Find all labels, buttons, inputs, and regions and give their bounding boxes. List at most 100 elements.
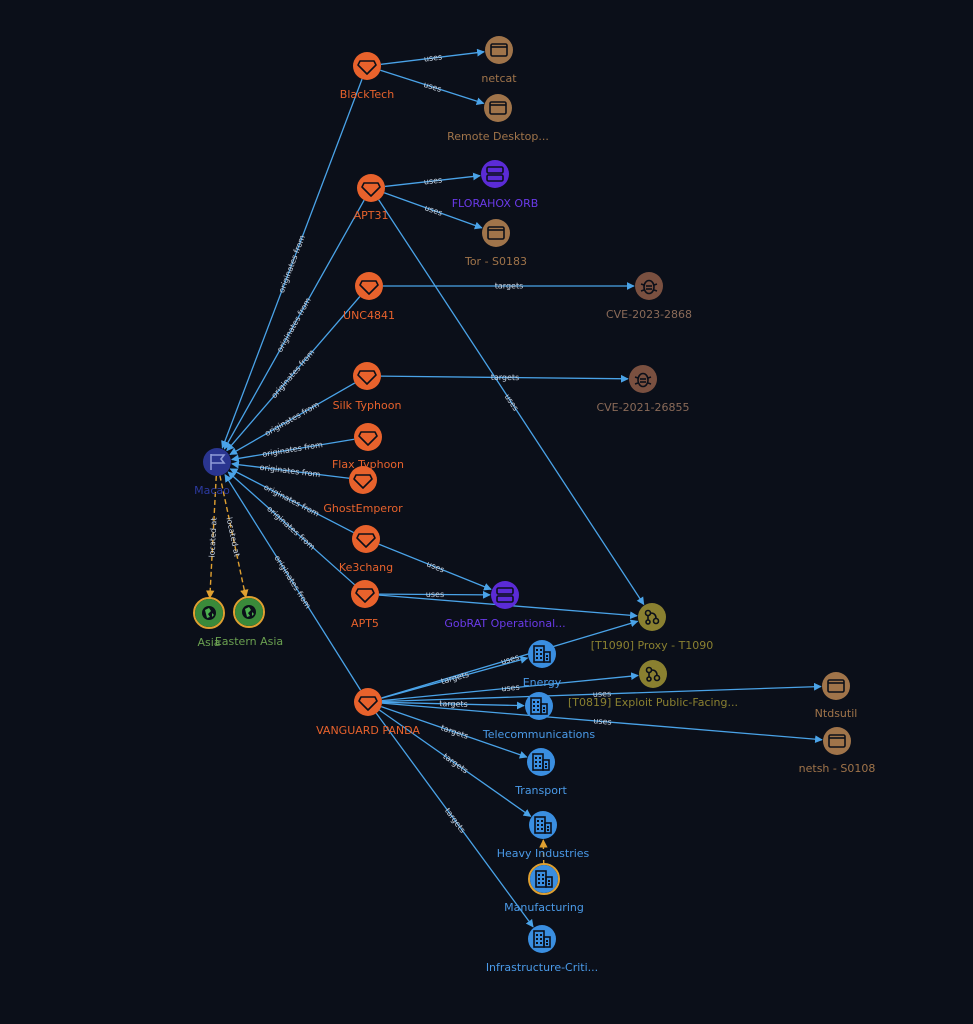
node-label: FLORAHOX ORB (452, 197, 539, 210)
edge-macao-to-eastern-asia[interactable] (219, 475, 249, 599)
node-circle[interactable] (482, 219, 510, 247)
node-ntdsutil[interactable]: Ntdsutil (815, 672, 858, 720)
edge-flax-typhoon-to-macao[interactable] (231, 438, 355, 463)
node-label: Manufacturing (504, 901, 584, 914)
node-telecom[interactable]: Telecommunications (482, 692, 596, 741)
node-vanguard-panda[interactable]: VANGUARD PANDA (316, 688, 420, 737)
node-ghostemperor[interactable]: GhostEmperor (323, 466, 403, 515)
node-transport[interactable]: Transport (514, 748, 567, 797)
node-circle[interactable] (203, 448, 231, 476)
node-manufacturing[interactable]: Manufacturing (504, 863, 584, 914)
node-energy[interactable]: Energy (523, 640, 562, 689)
edge-apt31-to-macao[interactable] (223, 199, 365, 450)
node-ke3chang[interactable]: Ke3chang (339, 525, 393, 574)
edge-ke3chang-to-macao[interactable] (229, 468, 354, 534)
edge-blacktech-to-netcat[interactable] (380, 48, 485, 65)
edge-apt31-to-tor[interactable] (383, 192, 483, 230)
edge-macao-to-asia[interactable] (205, 475, 217, 599)
node-circle[interactable] (354, 688, 382, 716)
node-circle[interactable] (481, 160, 509, 188)
node-silk-typhoon[interactable]: Silk Typhoon (333, 362, 402, 412)
edge-apt5-to-macao[interactable] (227, 471, 355, 586)
diamond-icon (356, 533, 376, 548)
node-apt31[interactable]: APT31 (354, 174, 389, 222)
edge-vanguard-panda-to-energy[interactable] (381, 656, 529, 699)
node-circle[interactable] (355, 272, 383, 300)
node-netsh[interactable]: netsh - S0108 (799, 727, 876, 775)
node-circle[interactable] (822, 672, 850, 700)
node-eastern-asia[interactable]: Eastern Asia (215, 596, 283, 648)
diamond-icon (357, 370, 377, 385)
node-apt5[interactable]: APT5 (351, 580, 379, 630)
node-label: VANGUARD PANDA (316, 724, 420, 737)
node-circle[interactable] (354, 423, 382, 451)
edge-silk-typhoon-to-macao[interactable] (229, 382, 356, 456)
node-macao[interactable]: Macao (194, 448, 231, 497)
edge-unc4841-to-macao[interactable] (226, 296, 361, 452)
diamond-icon (353, 474, 373, 489)
node-circle[interactable] (485, 36, 513, 64)
edge-blacktech-to-remote-desktop[interactable] (380, 69, 485, 105)
edge-vanguard-panda-to-telecom[interactable] (381, 701, 525, 710)
node-circle[interactable] (491, 581, 519, 609)
edge-blacktech-to-macao[interactable] (221, 78, 363, 449)
edge-label: uses (423, 203, 443, 218)
edge-vanguard-panda-to-ntdsutil[interactable] (381, 682, 822, 703)
edge-ghostemperor-to-macao[interactable] (231, 460, 350, 479)
window-icon (490, 43, 508, 57)
edge-apt5-to-gobrat[interactable] (378, 590, 491, 599)
node-remote-desktop[interactable]: Remote Desktop... (447, 94, 549, 143)
node-circle[interactable] (823, 727, 851, 755)
node-circle[interactable] (351, 580, 379, 608)
edge-vanguard-panda-to-infra-crit[interactable] (375, 712, 534, 928)
node-circle[interactable] (638, 603, 666, 631)
node-cve-2023-2868[interactable]: CVE-2023-2868 (606, 272, 692, 321)
building-icon (535, 870, 553, 888)
node-asia[interactable]: Asia (193, 597, 225, 649)
edge-silk-typhoon-to-cve-2021-26855[interactable] (380, 374, 629, 383)
edge-ke3chang-to-gobrat[interactable] (378, 543, 492, 591)
node-cve-2021-26855[interactable]: CVE-2021-26855 (596, 365, 690, 414)
node-blacktech[interactable]: BlackTech (340, 52, 394, 101)
node-proxy[interactable]: [T1090] Proxy - T1090 (591, 603, 714, 652)
node-heavy[interactable]: Heavy Industries (497, 811, 590, 860)
edge-label: uses (425, 559, 445, 574)
edge-vanguard-panda-to-heavy[interactable] (379, 709, 532, 817)
node-unc4841[interactable]: UNC4841 (343, 272, 395, 322)
edge-label: originates from (259, 463, 321, 479)
node-exploit[interactable]: [T0819] Exploit Public-Facing... (568, 660, 738, 709)
server-icon (496, 587, 514, 603)
edge-label: uses (426, 590, 444, 599)
building-icon (530, 697, 548, 715)
edges-layer (205, 48, 823, 928)
node-circle[interactable] (639, 660, 667, 688)
node-label: Asia (197, 636, 220, 649)
node-circle[interactable] (349, 466, 377, 494)
node-circle[interactable] (357, 174, 385, 202)
node-gobrat[interactable]: GobRAT Operational... (444, 581, 566, 630)
edge-label: targets (443, 806, 467, 834)
node-circle[interactable] (353, 52, 381, 80)
edge-label: uses (501, 683, 520, 694)
edge-apt31-to-proxy[interactable] (378, 199, 645, 606)
edge-vanguard-panda-to-macao[interactable] (224, 474, 362, 691)
edge-apt31-to-florahox[interactable] (384, 172, 481, 188)
node-florahox[interactable]: FLORAHOX ORB (452, 160, 539, 210)
node-flax-typhoon[interactable]: Flax Typhoon (332, 423, 404, 471)
edge-vanguard-panda-to-proxy[interactable] (381, 619, 639, 699)
node-circle[interactable] (484, 94, 512, 122)
edge-label: targets (491, 373, 520, 382)
node-netcat[interactable]: netcat (481, 36, 517, 85)
node-circle[interactable] (353, 362, 381, 390)
node-infra-crit[interactable]: Infrastructure-Criti... (486, 925, 598, 974)
edge-vanguard-panda-to-netsh[interactable] (381, 702, 823, 744)
flag-icon (210, 454, 226, 470)
node-circle[interactable] (352, 525, 380, 553)
edge-vanguard-panda-to-transport[interactable] (381, 705, 528, 759)
edge-vanguard-panda-to-exploit[interactable] (381, 672, 639, 702)
node-label: APT5 (351, 617, 379, 630)
window-icon (487, 226, 505, 240)
node-tor[interactable]: Tor - S0183 (464, 219, 527, 268)
